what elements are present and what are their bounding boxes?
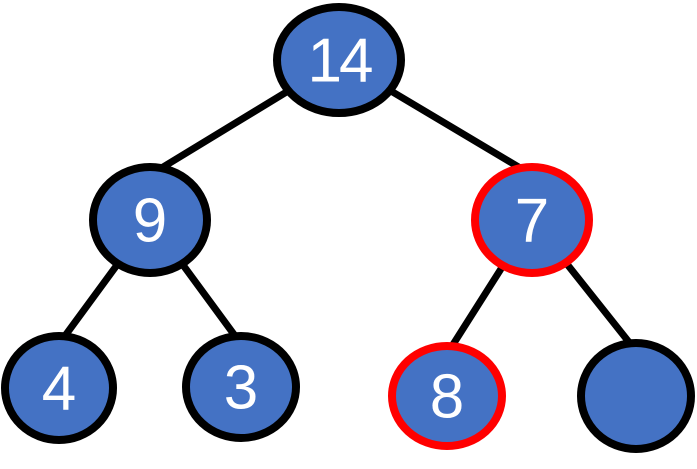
node-label-14: 14 bbox=[308, 27, 372, 96]
node-label-8: 8 bbox=[430, 363, 464, 432]
tree-node-empty bbox=[577, 339, 695, 453]
tree-node-7 bbox=[471, 163, 593, 277]
node-label-7: 7 bbox=[515, 187, 549, 256]
tree-node-3 bbox=[182, 332, 300, 442]
node-label-3: 3 bbox=[224, 354, 258, 423]
tree-node-8 bbox=[388, 342, 506, 450]
tree-node-4 bbox=[1, 332, 117, 444]
tree-node-9 bbox=[89, 163, 211, 277]
node-label-4: 4 bbox=[42, 355, 76, 424]
node-label-9: 9 bbox=[133, 187, 167, 256]
tree-node-14 bbox=[273, 3, 405, 117]
